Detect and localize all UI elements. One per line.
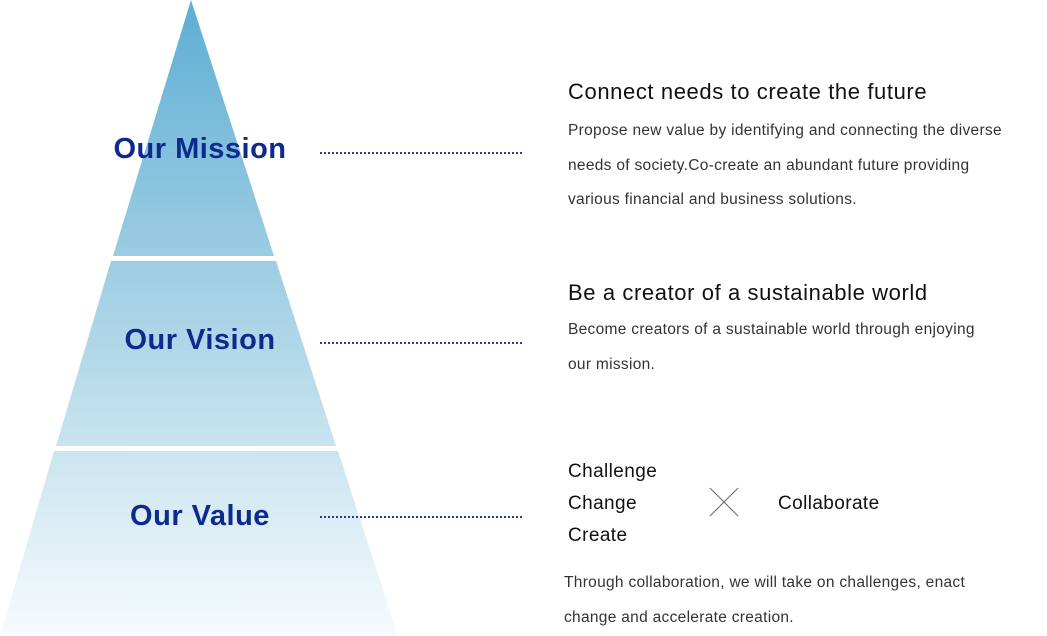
- pyramid-tier-mission: [113, 0, 274, 256]
- times-icon: [709, 487, 739, 517]
- mission-description-line: needs of society.Co-create an abundant f…: [568, 156, 970, 174]
- mission-heading: Connect needs to create the future: [568, 79, 928, 104]
- tier-label-mission: Our Mission: [113, 133, 287, 165]
- value-description-line: Through collaboration, we will take on c…: [564, 574, 966, 591]
- tier-label-vision: Our Vision: [124, 324, 276, 356]
- vision-heading: Be a creator of a sustainable world: [568, 280, 928, 305]
- mission-description-line: various financial and business solutions…: [568, 191, 857, 208]
- pyramid-tier-value: [0, 451, 398, 636]
- value-description: Through collaboration, we will take on c…: [564, 566, 965, 635]
- vision-description-line: Become creators of a sustainable world t…: [568, 321, 975, 338]
- connector-line-mission: [320, 152, 522, 154]
- pyramid-diagram: [0, 0, 398, 636]
- vision-description-line: our mission.: [568, 355, 656, 373]
- vision-description: Become creators of a sustainable world t…: [568, 313, 1046, 382]
- mission-description-line: Propose new value by identifying and con…: [568, 122, 1002, 139]
- value-list: Challenge Change Create: [568, 456, 657, 552]
- value-item-change: Change: [568, 493, 637, 514]
- connector-line-vision: [320, 342, 522, 344]
- value-description-line: change and accelerate creation.: [564, 608, 794, 626]
- value-collaborate: Collaborate: [778, 493, 880, 514]
- value-item-challenge: Challenge: [568, 461, 658, 482]
- pyramid-tier-vision: [56, 261, 336, 446]
- value-item-create: Create: [568, 525, 628, 546]
- connector-line-value: [320, 516, 522, 518]
- mission-description: Propose new value by identifying and con…: [568, 114, 1046, 218]
- tier-label-value: Our Value: [130, 500, 270, 532]
